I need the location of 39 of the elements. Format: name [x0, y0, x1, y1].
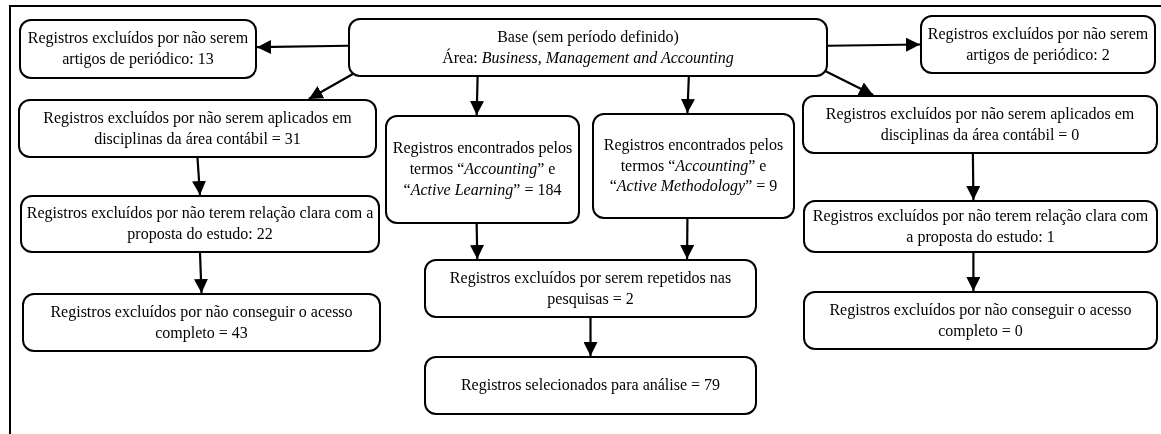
arrow [194, 252, 208, 294]
box-text: Base (sem período definido) [497, 26, 679, 48]
box-text: Registros excluídos por não conseguir o acesso completo = 43 [49, 301, 354, 344]
process-box [22, 293, 381, 352]
box-text: Registros excluídos por não terem relação clara com a proposta do estudo: 1 [811, 205, 1150, 248]
arrow [680, 219, 695, 259]
box-text: Registros encontrados pelos termos “Accounting” e “Active Learning” = 184 [391, 138, 574, 201]
process-box [592, 113, 795, 219]
process-box [424, 356, 757, 415]
arrow [966, 154, 981, 200]
process-box [348, 18, 828, 77]
arrow [470, 224, 485, 259]
arrow [192, 157, 207, 196]
box-text: Registros excluídos por não serem aplicados em disciplinas da área contábil = 0 [824, 103, 1136, 146]
box-text: Registros encontrados pelos termos “Accounting” e “Active Methodology” = 9 [602, 134, 785, 197]
process-box [802, 95, 1158, 154]
process-box [803, 291, 1158, 350]
process-box [19, 19, 257, 79]
box-text: Registros excluídos por não serem artigos de periódico: 2 [926, 23, 1150, 66]
arrow [680, 76, 695, 114]
process-box [18, 99, 377, 158]
arrow [966, 253, 981, 291]
box-text: Registros selecionados para análise = 79 [460, 375, 721, 396]
process-box [920, 15, 1156, 74]
process-box [424, 259, 757, 318]
box-text: Registros excluídos por não serem artigos de periódico: 13 [26, 28, 250, 70]
arrow [828, 37, 920, 52]
process-box [803, 200, 1158, 253]
box-text: Registros excluídos por não conseguir o acesso completo = 0 [828, 299, 1133, 342]
arrow [583, 318, 598, 356]
box-text: Área: Business, Management and Accounting [442, 47, 734, 69]
arrow [257, 39, 348, 54]
box-text: Registros excluídos por não terem relação clara com a proposta do estudo: 22 [26, 203, 374, 245]
process-box [385, 115, 580, 224]
box-text: Registros excluídos por não serem aplicados em disciplinas da área contábil = 31 [42, 107, 353, 150]
process-box [20, 195, 380, 253]
arrow [470, 76, 484, 116]
arrow [308, 73, 354, 100]
box-text: Registros excluídos por serem repetidos nas pesquisas = 2 [448, 267, 733, 310]
